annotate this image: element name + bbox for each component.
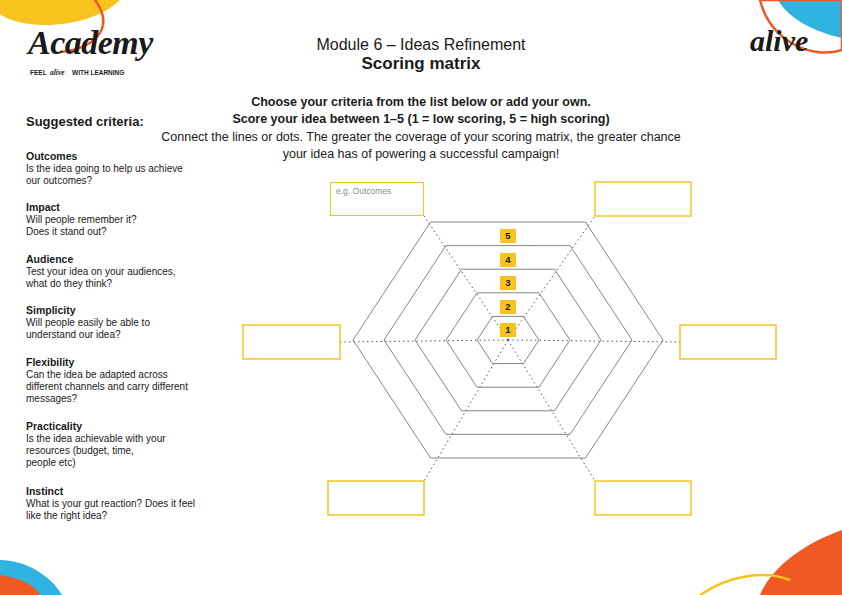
criteria-description: What is your gut reaction? Does it feel … [26, 498, 211, 522]
score-number: 2 [504, 302, 512, 312]
score-ring [415, 269, 601, 411]
criteria-name: Instinct [26, 485, 63, 498]
criteria-box [243, 325, 340, 359]
page-title: Scoring matrix [221, 55, 621, 74]
score-marker: 4 [500, 253, 516, 267]
instruction: Choose your criteria from the list below… [121, 95, 721, 110]
score-number: 5 [504, 231, 512, 241]
score-number: 1 [504, 325, 512, 335]
criteria-name: Outcomes [26, 150, 77, 163]
criteria-box [595, 481, 691, 515]
corner-blob [760, 530, 842, 595]
criteria-box [680, 325, 776, 359]
instruction: Score your idea between 1–5 (1 = low sco… [121, 112, 721, 127]
criteria-heading: Suggested criteria: [26, 114, 144, 130]
corner-blob [0, 560, 62, 595]
criteria-name: Impact [26, 201, 60, 214]
corner-blob [0, 575, 40, 595]
score-ring [446, 293, 570, 387]
logo-text: Academy [28, 26, 153, 60]
instruction: Connect the lines or dots. The greater t… [161, 129, 681, 163]
radar-grid [340, 216, 680, 481]
criteria-description: Is the idea achievable with your resourc… [26, 433, 166, 470]
criteria-name: Flexibility [26, 356, 74, 369]
criteria-box: e.g. Outcomes [330, 182, 424, 216]
score-ring [477, 316, 539, 363]
spoke-line [508, 340, 680, 342]
criteria-box [595, 182, 691, 216]
score-marker: 2 [500, 300, 516, 314]
score-ring [384, 246, 632, 435]
logo-tagline: WITH LEARNING [72, 70, 124, 77]
placeholder-text: e.g. Outcomes [336, 187, 418, 196]
score-number: 4 [504, 255, 512, 265]
criteria-description: Will people remember it? Does it stand o… [26, 214, 161, 238]
criteria-box [328, 481, 424, 515]
score-number: 3 [504, 278, 512, 288]
score-marker: 3 [500, 276, 516, 290]
criteria-description: Is the idea going to help us achieve our… [26, 163, 191, 187]
criteria-description: Will people easily be able to understand… [26, 317, 171, 341]
criteria-name: Simplicity [26, 304, 76, 317]
criteria-name: Practicality [26, 420, 82, 433]
module-heading: Module 6 – Ideas Refinement [211, 36, 631, 54]
logo-tagline: alive [50, 69, 65, 77]
criteria-name: Audience [26, 253, 73, 266]
corner-curve [700, 575, 790, 595]
spoke-line [424, 216, 508, 340]
score-ring [353, 222, 663, 458]
logo-text: alive [750, 26, 808, 56]
spoke-line [340, 340, 508, 342]
criteria-description: Test your idea on your audiences, what d… [26, 266, 196, 290]
score-marker: 5 [500, 229, 516, 243]
score-marker: 1 [500, 323, 516, 337]
logo-tagline: FEEL [30, 70, 47, 77]
spoke-line [508, 216, 595, 340]
criteria-description: Can the idea be adapted across different… [26, 369, 191, 406]
